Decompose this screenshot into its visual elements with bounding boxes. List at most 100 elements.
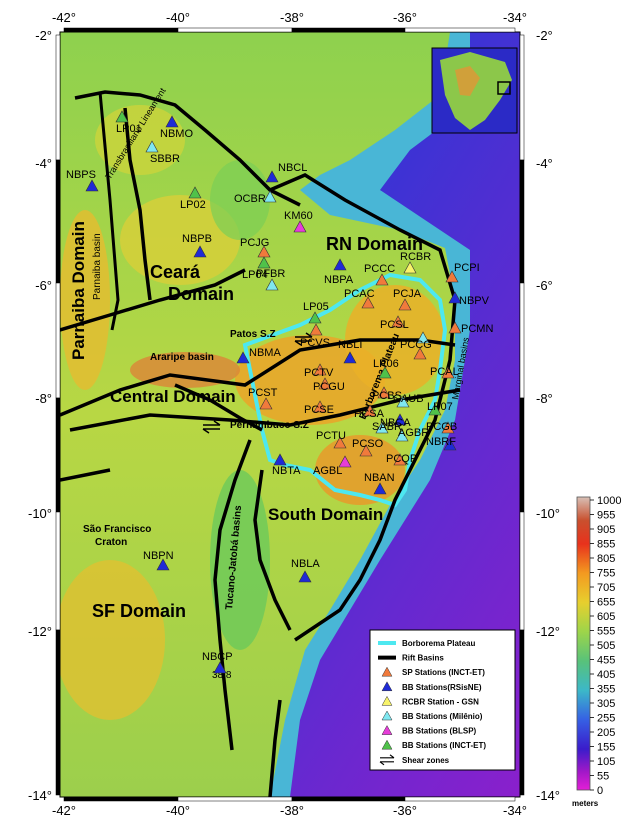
elevation-colorbar: 1000955905855805755705655605555505455405…: [572, 495, 621, 808]
station-pcjg: PCJG: [240, 237, 271, 258]
legend-label: Borborema Plateau: [402, 639, 475, 648]
frame-segment: [519, 397, 525, 513]
station-label: AGBR: [398, 427, 429, 439]
station-marker: [373, 482, 387, 495]
lat-tick-right-4: -10°: [536, 506, 560, 521]
legend-item: Rift Basins: [378, 654, 444, 663]
frame-segment: [404, 27, 516, 33]
station-agbl: AGBL: [313, 455, 352, 477]
legend-label: BB Stations (INCT-ET): [402, 741, 486, 750]
lat-tick-left-5: -12°: [28, 624, 52, 639]
station-marker: [377, 386, 391, 399]
station-label: PCSA: [354, 408, 385, 420]
lat-tick-right-3: -8°: [536, 391, 553, 406]
station-label: PCQP: [386, 453, 417, 465]
station-pcso: PCSO: [352, 438, 384, 457]
lat-tick-left-6: -14°: [28, 788, 52, 803]
station-label: PCAC: [344, 288, 375, 300]
station-nbps: NBPS: [66, 169, 99, 192]
label-sf-domain: SF Domain: [92, 601, 186, 621]
station-label: PCGB: [426, 421, 457, 433]
station-marker: [416, 331, 430, 344]
lat-tick-right-0: -2°: [536, 28, 553, 43]
frame-segment: [519, 282, 525, 399]
station-nbma: NBMA: [236, 347, 281, 364]
station-pcja: PCJA: [393, 288, 422, 311]
station-marker: [156, 558, 170, 571]
inset-south-america: [431, 47, 518, 134]
frame-segment: [55, 629, 61, 796]
legend-swatch: [381, 695, 393, 706]
frame-segment: [291, 796, 406, 802]
station-marker: [441, 366, 455, 379]
frame-ticks: [55, 27, 525, 802]
station-marker: [333, 436, 347, 449]
lon-tick-top-4: -34°: [503, 10, 527, 25]
station-label: PCBS: [372, 390, 402, 402]
station-label: SBBR: [150, 153, 180, 165]
station-pcmn: PCMN: [448, 321, 493, 335]
map-area: [60, 32, 520, 797]
station-marker: [391, 315, 405, 328]
station-pcse: PCSE: [304, 400, 334, 416]
colorbar-label: 155: [597, 742, 615, 754]
station-nbcl: NBCL: [265, 162, 307, 183]
station-label: PCVS: [300, 337, 330, 349]
legend-item: SP Stations (INCT-ET): [381, 666, 485, 677]
station-km60: KM60: [284, 210, 313, 233]
highland-west: [60, 210, 110, 390]
lon-tick-top-0: -42°: [52, 10, 76, 25]
station-pctu: PCTU: [316, 430, 347, 449]
highland-north: [95, 105, 185, 175]
station-rcbr: RCBR: [400, 251, 431, 274]
frame-segment: [55, 34, 61, 161]
colorbar-label: 55: [597, 771, 609, 783]
colorbar-label: 505: [597, 640, 615, 652]
station-marker: [145, 140, 159, 153]
station-marker: [448, 321, 462, 334]
label-parnaiba-domain: Parnaiba Domain: [69, 221, 88, 360]
colorbar-label: 105: [597, 756, 615, 768]
station-label: PCJA: [393, 288, 422, 300]
lon-tick-bottom-2: -38°: [280, 803, 304, 818]
station-label: PCTU: [316, 430, 346, 442]
colorbar-label: 955: [597, 510, 615, 522]
station-sbbr: SBBR: [145, 140, 180, 165]
station-label: NBRF: [426, 436, 456, 448]
lat-tick-right-1: -4°: [536, 156, 553, 171]
station-pcbs: PCBS: [372, 386, 402, 402]
station-label: PCMN: [461, 323, 493, 335]
colorbar-label: 605: [597, 611, 615, 623]
legend-label: RCBR Station - GSN: [402, 697, 479, 706]
legend-swatch: [381, 681, 393, 692]
station-pccg: PCCG: [400, 339, 432, 360]
frame-segment: [519, 629, 525, 796]
station-sabr: SABR: [372, 421, 402, 434]
legend-item: BB Stations (Milênio): [381, 710, 483, 721]
station-marker: [413, 347, 427, 360]
station-label: NBPB: [182, 233, 212, 245]
station-lp04: LP04: [242, 256, 271, 281]
station-nbpa: NBPA: [324, 258, 354, 286]
colorbar-label: 705: [597, 582, 615, 594]
station-marker: [85, 179, 99, 192]
frame-segment: [55, 282, 61, 399]
station-label: PCPI: [454, 262, 480, 274]
station-nbpv: NBPV: [448, 291, 490, 307]
station-label: SABR: [372, 421, 402, 433]
station-pcgb: PCGB: [426, 421, 457, 434]
station-nbli: NBLI: [338, 339, 362, 364]
station-marker: [293, 220, 307, 233]
label-elevation-mark: 38.8: [212, 670, 232, 681]
station-marker: [308, 311, 322, 324]
legend-item: BB Stations (INCT-ET): [381, 739, 486, 750]
label-rn-domain: RN Domain: [326, 234, 423, 254]
lat-tick-left-4: -10°: [28, 506, 52, 521]
legend-item: BB Stations(RSisNE): [381, 681, 482, 692]
station-label: LP02: [180, 199, 206, 211]
colorbar-ramp: [576, 496, 591, 791]
lon-tick-bottom-4: -34°: [503, 803, 527, 818]
station-nbca: NBCA: [380, 413, 411, 429]
station-label: PFBR: [256, 268, 285, 280]
